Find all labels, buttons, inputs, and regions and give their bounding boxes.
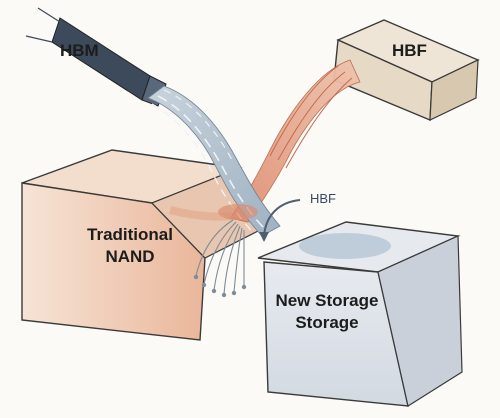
wire-strand-tips: [193, 274, 247, 298]
hbf-arrow: [259, 199, 301, 242]
traditional-nand-label-line1: Traditional: [87, 225, 173, 244]
new-storage-label-line1: New Storage: [276, 291, 379, 310]
hbf-data-stream: [169, 59, 361, 223]
new-storage-label-line2: Storage: [295, 313, 358, 332]
new-storage-block: [257, 221, 463, 407]
hbf-arrow-label: HBF: [310, 191, 336, 206]
storage-block-side: [377, 235, 463, 407]
nand-block-front: [21, 182, 206, 341]
traditional-nand-label-line2: NAND: [105, 247, 154, 266]
hbm-label: HBM: [60, 41, 99, 60]
hbf-block-side: [429, 59, 479, 121]
hbf-top-label: HBF: [392, 41, 427, 60]
hbf-top-block: [333, 19, 480, 122]
stream-crossing-knot: [218, 204, 258, 220]
wire-strands: [195, 219, 245, 295]
storage-splash: [299, 233, 391, 259]
hbm-cable: [25, 7, 167, 107]
